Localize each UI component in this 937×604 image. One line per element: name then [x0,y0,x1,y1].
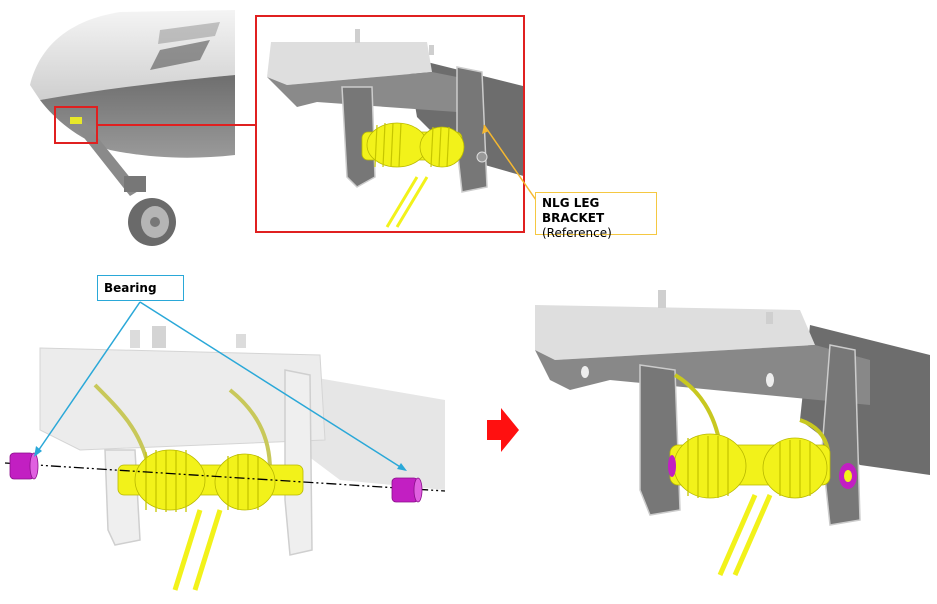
exploded-view-panel [0,300,470,604]
overview-panel [0,0,240,250]
bearing-left-installed [668,455,676,477]
detail-highlight-box [54,106,98,144]
aircraft-nose-illustration [30,10,235,246]
installed-view-panel [530,280,937,604]
detail-panel [255,15,525,233]
nlg-callout-title: NLG LEG BRACKET [542,196,605,225]
bearing-installed-illustration [535,290,930,577]
bearing-left [9,452,39,480]
bearing-callout: Bearing [97,275,184,301]
bearing-exploded-illustration [4,326,446,591]
nlg-callout-subtitle: (Reference) [542,226,612,240]
bearing-right [391,477,423,503]
detail-connector-line [98,124,256,126]
right-arrow-icon [487,408,519,452]
nlg-leg-bracket-callout: NLG LEG BRACKET (Reference) [535,192,657,240]
nlg-bracket-detail-illustration [267,29,523,228]
bearing-callout-title: Bearing [104,281,157,295]
